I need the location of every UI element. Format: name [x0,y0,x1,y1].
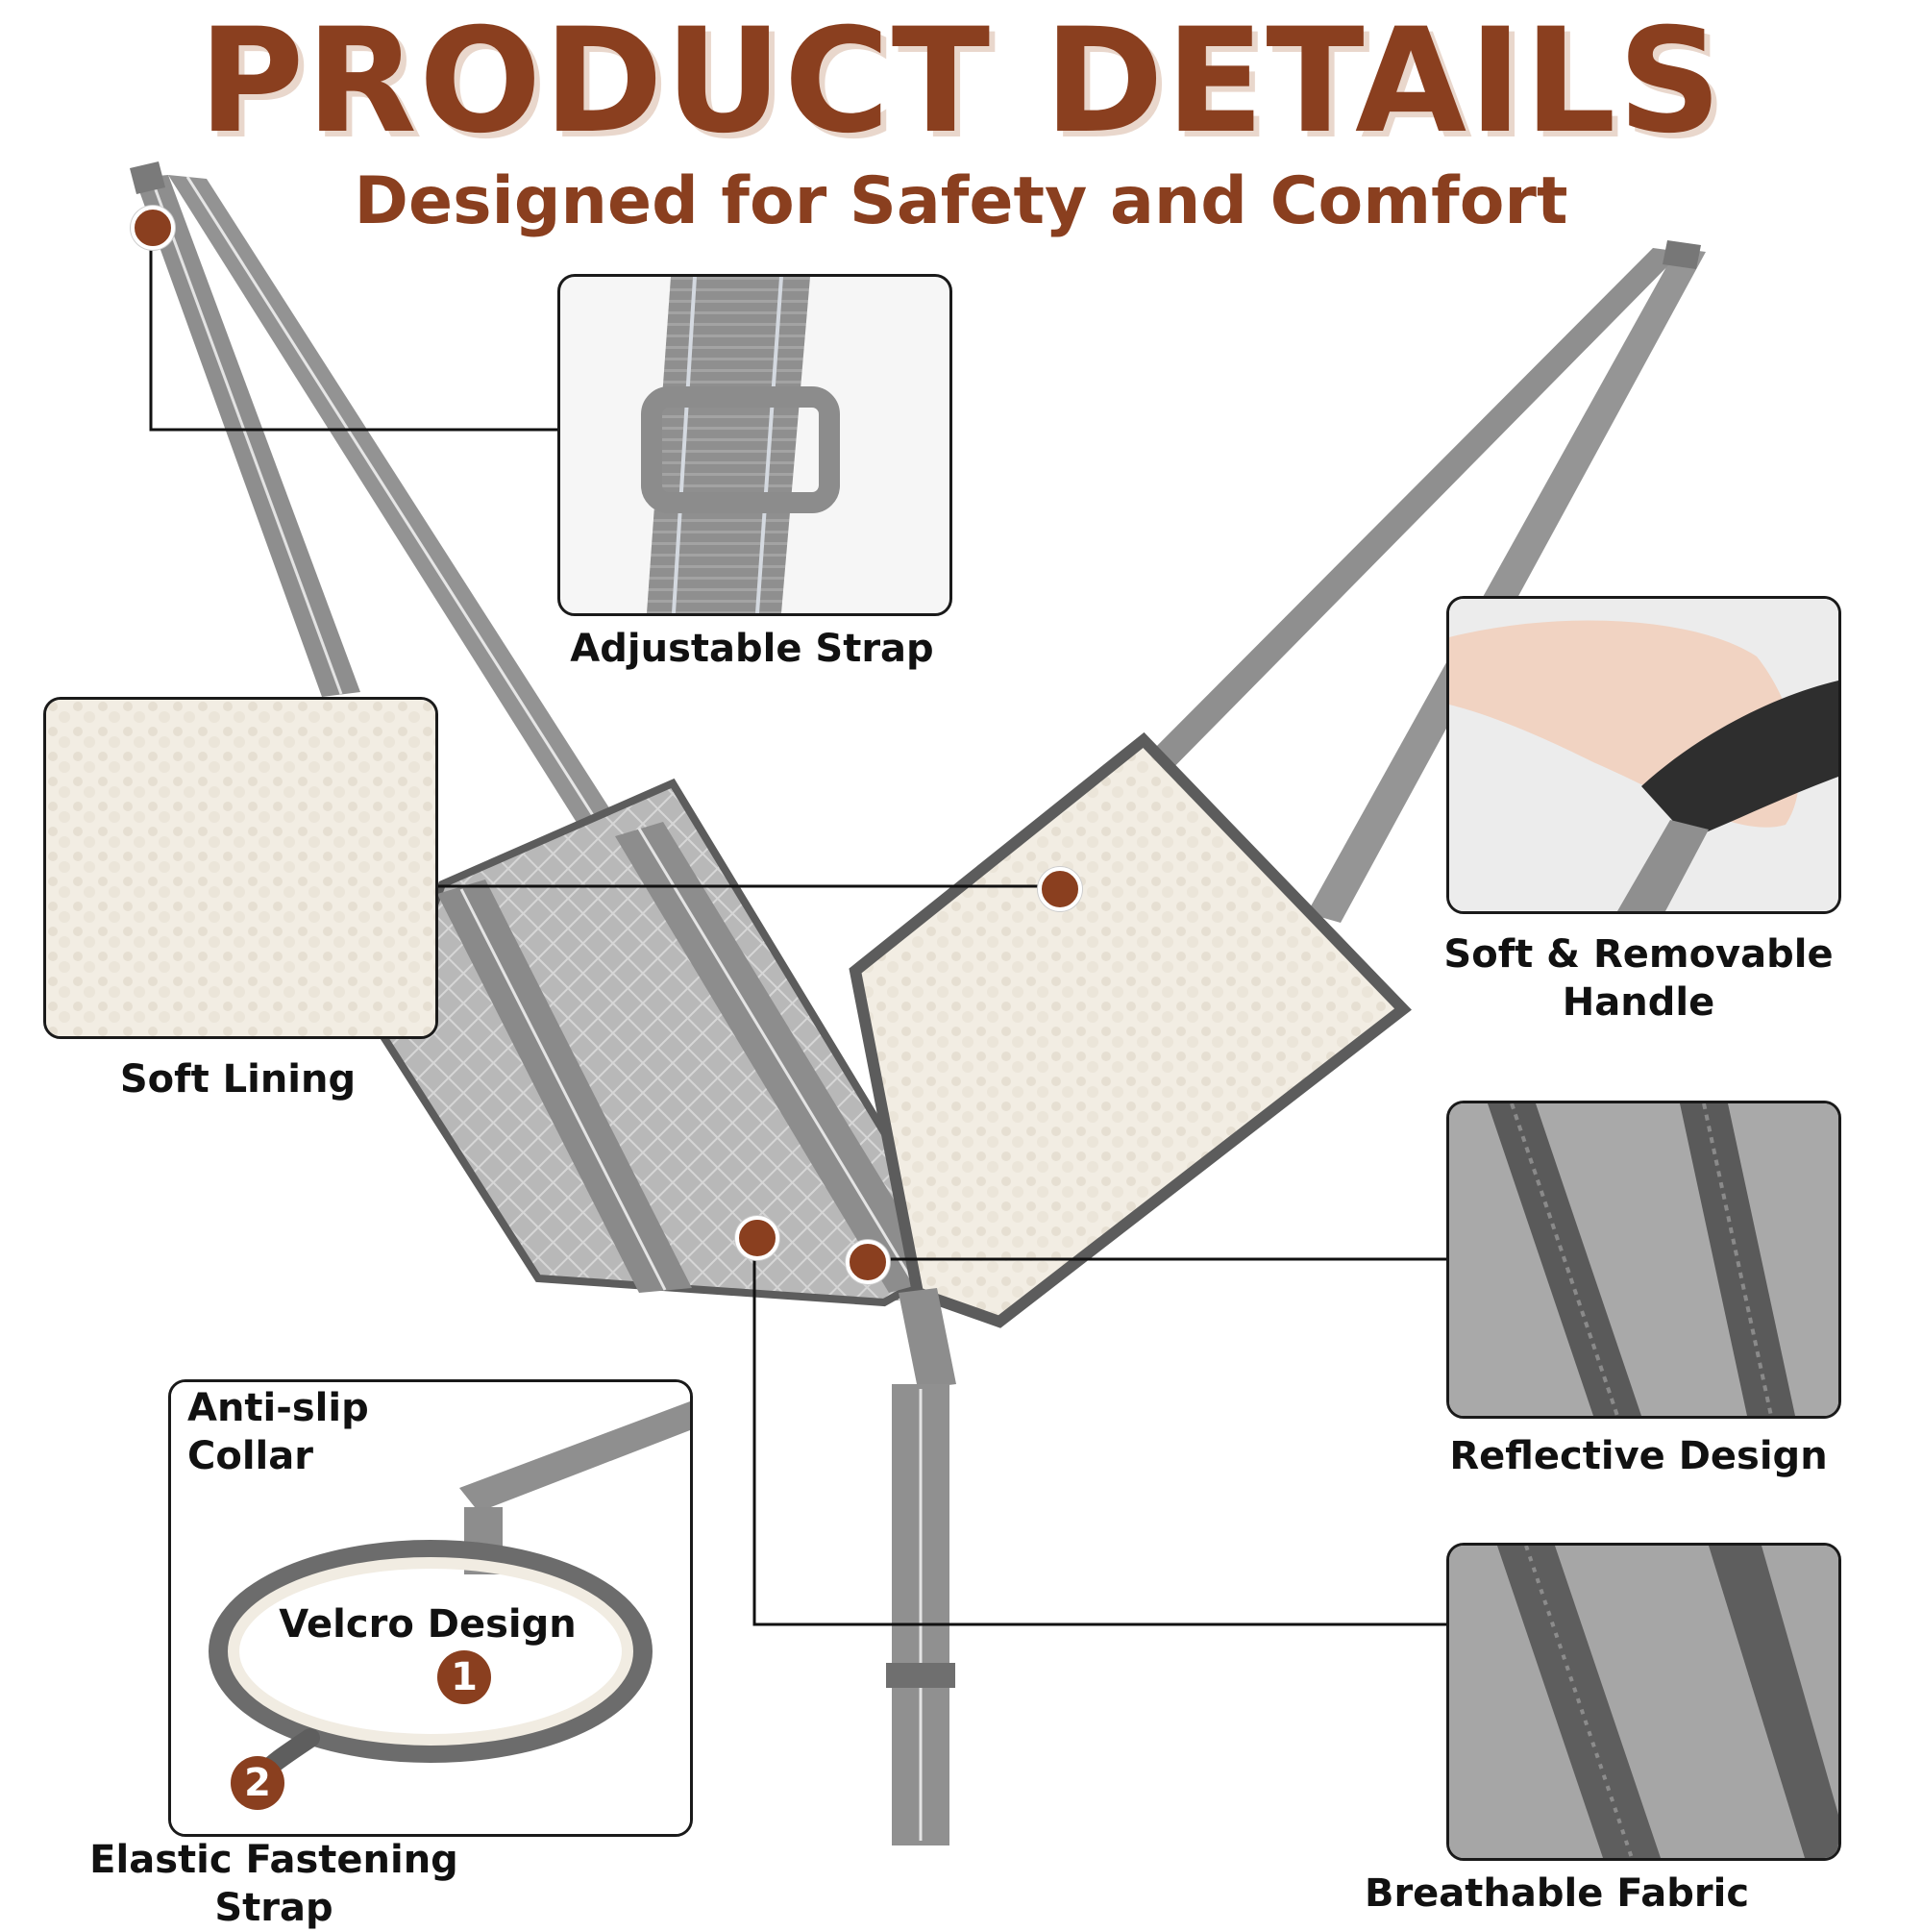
label-removable-handle-line2: Handle [1562,980,1715,1025]
connector-adjustable [149,226,562,432]
panel-soft-lining [43,697,438,1039]
label-removable-handle: Soft & Removable Handle [1389,930,1888,1027]
marker-dot-breathable [735,1216,779,1260]
buckle [641,386,840,513]
right-strap [1307,248,1706,923]
page-title: PRODUCT DETAILS [198,0,1724,165]
label-reflective-design: Reflective Design [1449,1434,1828,1478]
label-soft-lining: Soft Lining [119,1057,357,1102]
label-elastic-strap-line1: Elastic Fastening [89,1838,458,1882]
label-adjustable-strap: Adjustable Strap [570,627,934,671]
panel-reflective-design [1446,1101,1841,1419]
label-breathable-fabric: Breathable Fabric [1364,1871,1750,1916]
label-elastic-strap-line2: Strap [214,1886,333,1930]
marker-dot-reflective [846,1240,890,1284]
badge-two: 2 [231,1756,284,1810]
label-elastic-strap: Elastic Fastening Strap [72,1836,476,1932]
panel-adjustable-strap [557,274,952,616]
page-subtitle: Designed for Safety and Comfort [354,163,1568,239]
label-anti-slip-collar: Anti-slip Collar [187,1386,369,1478]
right-strap-2 [1124,248,1682,788]
marker-dot-adjustable [131,206,175,250]
label-velcro-design: Velcro Design [279,1602,577,1647]
collar-ring [209,1540,653,1763]
panel-removable-handle [1446,596,1841,914]
label-removable-handle-line1: Soft & Removable [1443,932,1834,977]
marker-dot-lining [1038,867,1082,911]
handle-padding [1641,681,1838,839]
connector-breathable [752,1235,1446,1626]
fleece-body [849,731,1412,1328]
center-bottom-strap [899,1288,956,1389]
panel-breathable-fabric [1446,1543,1841,1861]
badge-one: 1 [437,1650,491,1704]
